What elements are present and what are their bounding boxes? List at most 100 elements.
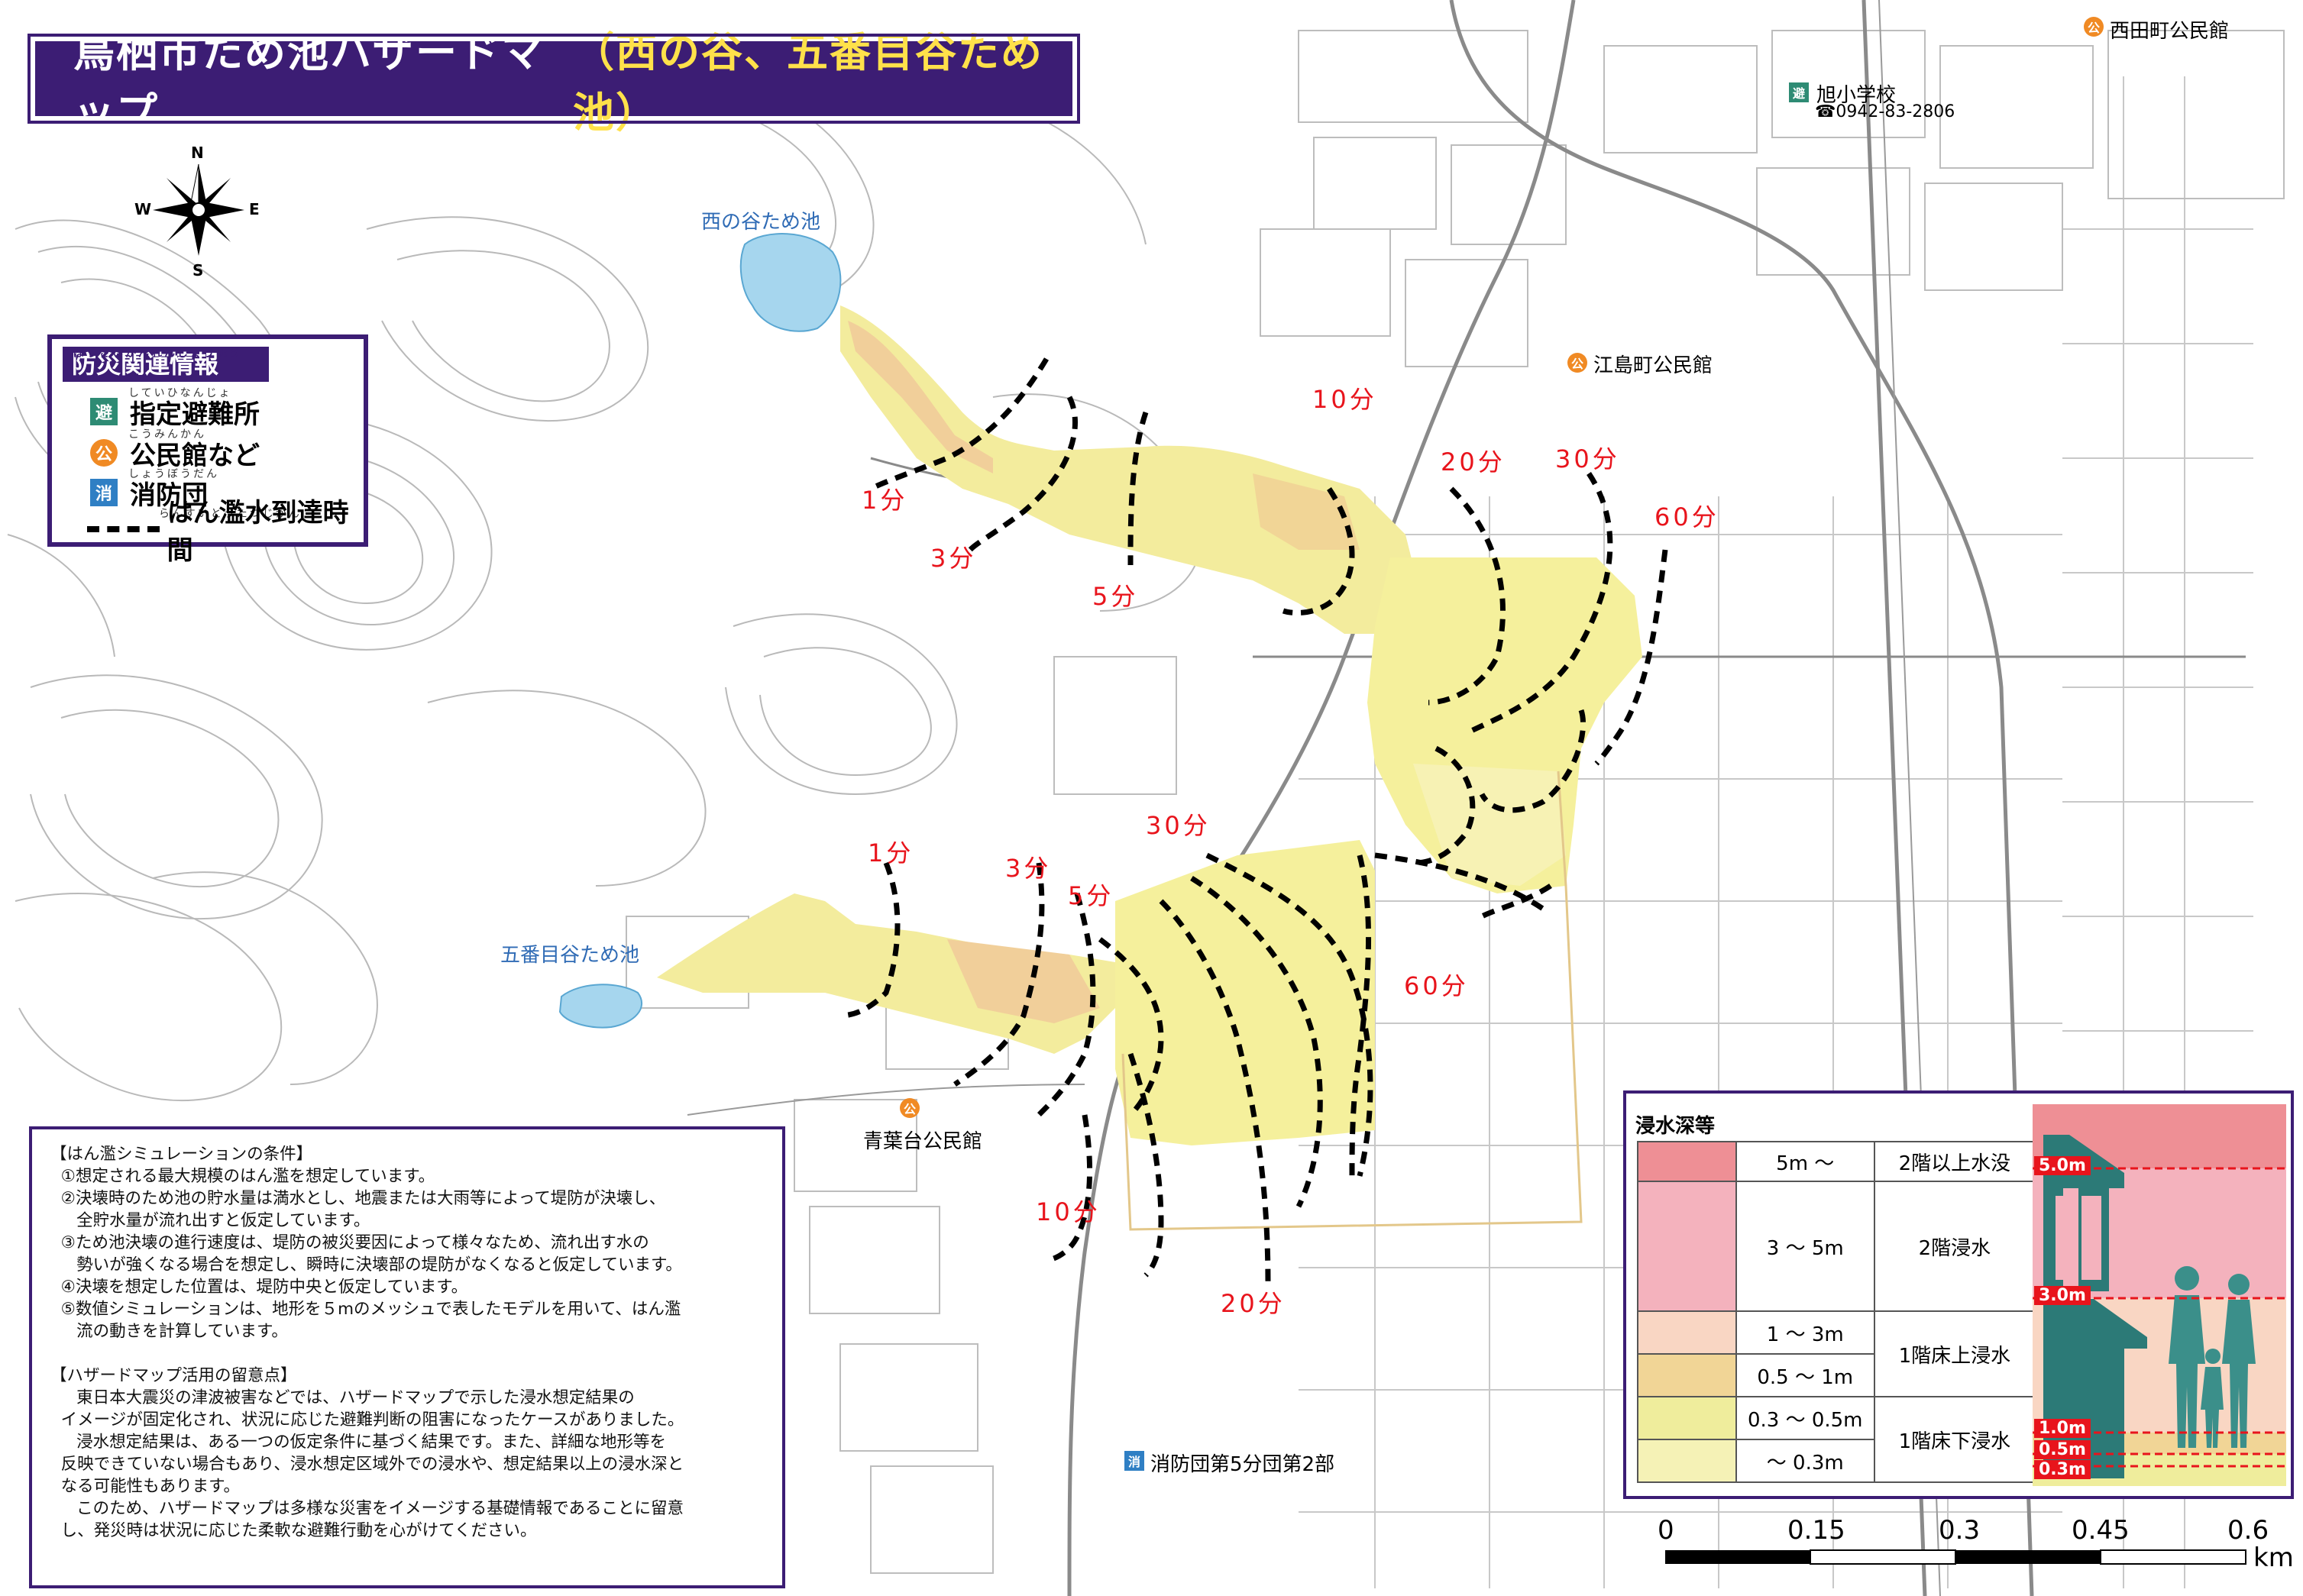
poi-aobadai: 青葉台公民館: [863, 1130, 983, 1153]
time-label-south-3: 3分: [1005, 854, 1052, 883]
conditions-line: ①想定される最大規模のはん濫を想定しています。: [50, 1167, 435, 1186]
legend-item-shelter: 避 指定避難所: [90, 393, 260, 431]
compass-s: S: [192, 261, 204, 279]
depth-legend-table: 5m 〜 2階以上水没 3 〜 5m 2階浸水 1 〜 3m 1階床上浸水 0.…: [1637, 1141, 2036, 1483]
depth-level-0-3m: 0.3m: [2034, 1460, 2091, 1479]
poi-asahi-phone: ☎0942-83-2806: [1815, 102, 1955, 121]
time-label-north-3: 3分: [930, 544, 977, 573]
legend-heading-ruby: ぼうさいかんれんじょうほう: [73, 347, 242, 360]
scale-tick-1: 0.15: [1787, 1515, 1845, 1546]
time-label-north-30: 30分: [1555, 444, 1620, 473]
legend-ruby-0: していひなんじょ: [128, 387, 232, 399]
scale-tick-0: 0: [1658, 1515, 1674, 1546]
compass-n: N: [191, 144, 204, 162]
poi-asahi-school: 旭小学校: [1816, 84, 1897, 107]
fire-icon: 消: [1124, 1451, 1144, 1471]
pond-nishinotani: [739, 233, 842, 332]
scale-unit: km: [2253, 1543, 2294, 1573]
depth-level-0-5m: 0.5m: [2034, 1440, 2091, 1459]
hall-icon: 公: [900, 1098, 920, 1118]
time-label-south-60: 60分: [1404, 971, 1469, 1000]
legend-label-fire: 消防団: [130, 480, 208, 511]
hall-icon: 公: [1567, 353, 1587, 373]
legend-panel: ぼうさいかんれんじょうほう 防災関連情報 していひなんじょ 避 指定避難所 こう…: [47, 334, 368, 566]
legend-ruby-2: しょうぼうだん: [128, 468, 219, 480]
conditions-line: ④決壊を想定した位置は、堤防中央と仮定しています。: [50, 1278, 468, 1297]
scale-bar: [1665, 1549, 2246, 1565]
conditions-line: イメージが固定化され、状況に応じた避難判断の阻害になったケースがありました。: [50, 1410, 684, 1430]
pond-gobanmedani: [558, 984, 642, 1029]
conditions-line: 【はん濫シミュレーションの条件】: [50, 1145, 313, 1164]
town-blocks: [626, 30, 2285, 1574]
conditions-line: 流の動きを計算しています。: [50, 1322, 288, 1341]
time-label-north-1: 1分: [862, 486, 908, 515]
depth-swatch-1-3m: [1637, 1310, 1737, 1355]
legend-heading-text: 防災関連情報: [72, 350, 219, 379]
depth-swatch-3-5m: [1637, 1181, 1737, 1312]
depth-range: 〜 0.3m: [1735, 1439, 1875, 1483]
compass-w: W: [134, 200, 152, 218]
house-depth-illustration: [2033, 1104, 2286, 1486]
conditions-line: [50, 1342, 764, 1365]
phone-icon: ☎: [1815, 102, 1836, 121]
scale-tick-4: 0.6: [2227, 1515, 2269, 1546]
scale-tick-2: 0.3: [1939, 1515, 1981, 1546]
depth-range: 0.5 〜 1m: [1735, 1353, 1875, 1397]
depth-legend-panel: 浸水深等 5m 〜 2階以上水没 3 〜 5m 2階浸水 1 〜 3m 1階床上…: [1623, 1090, 2294, 1499]
flood-zones: [657, 305, 1642, 1145]
legend-label-shelter: 指定避難所: [130, 399, 260, 430]
depth-swatch-0-5-1m: [1637, 1353, 1737, 1397]
legend-ruby-1: こうみんかん: [128, 428, 206, 441]
depth-range: 1 〜 3m: [1735, 1310, 1875, 1355]
hall-icon: 公: [90, 439, 118, 467]
depth-range: 0.3 〜 0.5m: [1735, 1396, 1875, 1440]
depth-impact: 2階以上水没: [1873, 1141, 2036, 1182]
poi-ejimacho: 江島町公民館: [1593, 354, 1713, 377]
conditions-line: し、発災時は状況に応じた柔軟な避難行動を心がけてください。: [50, 1521, 537, 1540]
conditions-line: このため、ハザードマップは多様な災害をイメージする基礎情報であることに留意: [50, 1499, 684, 1518]
depth-impact: 2階浸水: [1873, 1181, 2036, 1312]
depth-level-3m: 3.0m: [2034, 1286, 2091, 1305]
depth-impact: 1階床下浸水: [1873, 1396, 2036, 1483]
conditions-line: ②決壊時のため池の貯水量は満水とし、地震または大雨等によって堤防が決壊し、: [50, 1189, 666, 1208]
depth-range: 3 〜 5m: [1735, 1181, 1875, 1312]
dashed-line-icon: [87, 526, 160, 532]
depth-swatch-under-0-3m: [1637, 1439, 1737, 1483]
depth-swatch-5m-plus: [1637, 1141, 1737, 1182]
conditions-line: 【ハザードマップ活用の留意点】: [50, 1366, 297, 1385]
compass-e: E: [249, 200, 260, 218]
depth-level-1m: 1.0m: [2034, 1419, 2091, 1438]
legend-label-arrival-time: はん濫水到達時間: [167, 498, 349, 566]
pond-label-nishinotani: 西の谷ため池: [701, 211, 821, 234]
time-label-south-30: 30分: [1146, 811, 1211, 840]
time-label-north-60: 60分: [1654, 502, 1719, 531]
time-label-south-10: 10分: [1036, 1197, 1101, 1226]
conditions-line: ⑤数値シミュレーションは、地形を５mのメッシュで表したモデルを用いて、はん濫: [50, 1300, 681, 1319]
map-title-sub: （西の谷、五番目谷ため池）: [573, 28, 1043, 137]
legend-ruby-3: らんすいとうたつじかん: [159, 508, 302, 520]
conditions-line: 東日本大震災の津波被害などでは、ハザードマップで示した浸水想定結果の: [50, 1388, 635, 1407]
conditions-line: なる可能性もあります。: [50, 1477, 241, 1496]
legend-label-hall: 公民館など: [130, 440, 260, 471]
scale-tick-3: 0.45: [2072, 1515, 2130, 1546]
flood-boundary: [1121, 771, 1583, 1231]
time-label-north-10: 10分: [1312, 385, 1377, 414]
conditions-panel: 【はん濫シミュレーションの条件】 ①想定される最大規模のはん濫を想定しています。…: [29, 1126, 785, 1588]
compass-rose-icon: [153, 163, 244, 256]
conditions-line: 全貯水量が流れ出すと仮定しています。: [50, 1211, 370, 1230]
conditions-line: 勢いが強くなる場合を想定し、瞬時に決壊部の堤防がなくなると仮定しています。: [50, 1255, 682, 1275]
poi-nishidacho: 西田町公民館: [2110, 20, 2230, 43]
conditions-line: ③ため池決壊の進行速度は、堤防の被災要因によって様々なため、流れ出す水の: [50, 1233, 649, 1252]
time-label-south-20: 20分: [1221, 1289, 1286, 1318]
depth-impact: 1階床上浸水: [1873, 1310, 2036, 1397]
conditions-line: 浸水想定結果は、ある一つの仮定条件に基づく結果です。また、詳細な地形等を: [50, 1433, 667, 1452]
conditions-line: 反映できていない場合もあり、浸水想定区域外での浸水や、想定結果以上の浸水深と: [50, 1455, 684, 1474]
pond-label-gobanmedani: 五番目谷ため池: [500, 944, 640, 967]
legend-heading: ぼうさいかんれんじょうほう 防災関連情報: [63, 347, 269, 382]
hall-icon: 公: [2084, 17, 2104, 37]
legend-item-arrival-time: はん濫水到達時間: [87, 498, 364, 566]
legend-item-hall: 公 公民館など: [90, 434, 260, 472]
time-label-south-5: 5分: [1068, 881, 1114, 910]
shelter-icon: 避: [90, 398, 118, 425]
fire-icon: 消: [90, 479, 118, 506]
